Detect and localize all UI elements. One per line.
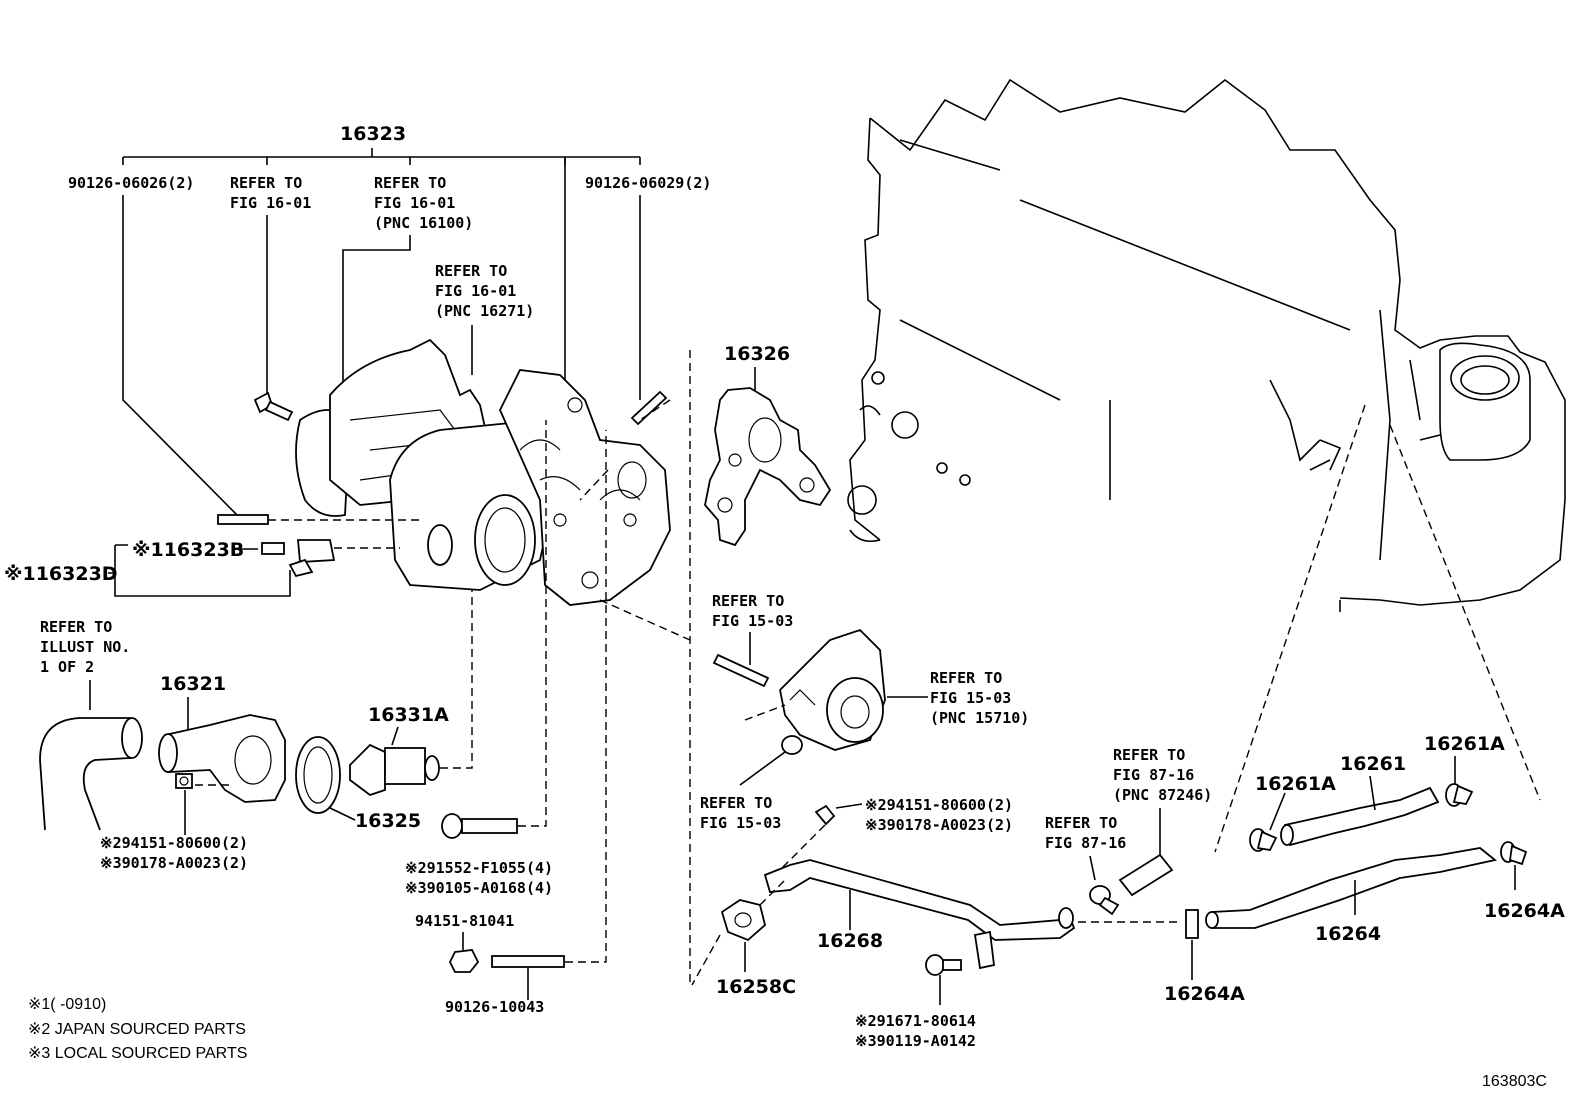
note-94151-80600-a: ※294151-80600(2) <box>100 834 248 852</box>
label-16264A-b: 16264A <box>1484 900 1565 922</box>
clamp-87-16 <box>1089 885 1120 916</box>
stud-90126-06029 <box>630 390 668 426</box>
label-16258C: 16258C <box>716 976 796 998</box>
refer-g-line2: FIG 87-16 <box>1113 766 1194 784</box>
hose-87246 <box>1118 853 1174 897</box>
label-16261: 16261 <box>1340 753 1406 775</box>
nut-15-03 <box>781 735 803 755</box>
water-pump-assembly <box>295 338 671 606</box>
fitting-16323B <box>261 539 336 578</box>
nut-94151-81041 <box>448 949 480 973</box>
stud-15-03 <box>712 653 770 688</box>
refer-h-line2: FIG 87-16 <box>1045 834 1126 852</box>
label-90126-06026: 90126-06026(2) <box>68 174 194 192</box>
nut-94151-a <box>175 773 193 789</box>
label-16268: 16268 <box>817 930 883 952</box>
engine-block-outline <box>847 78 1566 612</box>
cover-15710 <box>779 628 886 751</box>
label-16321: 16321 <box>160 673 226 695</box>
label-90126-06029: 90126-06029(2) <box>585 174 711 192</box>
label-16323D: ※116323D <box>4 563 118 585</box>
label-16323: 16323 <box>340 123 406 145</box>
label-94151-81041: 94151-81041 <box>415 912 514 930</box>
label-16326: 16326 <box>724 343 790 365</box>
refer-g-line1: REFER TO <box>1113 746 1185 764</box>
label-16323B: ※116323B <box>132 539 244 561</box>
illust-line3: 1 OF 2 <box>40 658 94 676</box>
refer-c-line3: (PNC 16271) <box>435 302 534 320</box>
gasket-16326 <box>704 387 832 547</box>
refer-b-line3: (PNC 16100) <box>374 214 473 232</box>
label-16264A-a: 16264A <box>1164 983 1245 1005</box>
illust-line1: REFER TO <box>40 618 112 636</box>
label-16261A-b: 16261A <box>1424 733 1505 755</box>
label-16325: 16325 <box>355 810 421 832</box>
hose-lower-left <box>39 717 143 831</box>
bracket-16323: 16323 <box>122 123 641 519</box>
refer-d-line2: FIG 15-03 <box>712 612 793 630</box>
note-90178-A0023-b: ※390178-A0023(2) <box>865 816 1013 834</box>
note-94151-80600-b: ※294151-80600(2) <box>865 796 1013 814</box>
note-90119-A0142: ※390119-A0142 <box>855 1032 976 1050</box>
refer-f-line1: REFER TO <box>700 794 772 812</box>
label-90126-10043: 90126-10043 <box>445 998 544 1016</box>
refer-b-line1: REFER TO <box>374 174 446 192</box>
note-91671-80614: ※291671-80614 <box>855 1012 976 1030</box>
pipe-16268 <box>763 859 1076 970</box>
illust-line2: ILLUST NO. <box>40 638 130 656</box>
refer-e-line1: REFER TO <box>930 669 1002 687</box>
label-16261A-a: 16261A <box>1255 773 1336 795</box>
note-90105-A0168: ※390105-A0168(4) <box>405 879 553 897</box>
hose-16261 <box>1280 786 1440 847</box>
refer-c-line1: REFER TO <box>435 262 507 280</box>
refer-g-line3: (PNC 87246) <box>1113 786 1212 804</box>
refer-e-line3: (PNC 15710) <box>930 709 1029 727</box>
stud-90126-06026 <box>217 514 269 525</box>
note-line-1: ※1( -0910) <box>28 996 106 1013</box>
note-90178-A0023-a: ※390178-A0023(2) <box>100 854 248 872</box>
refer-h-line1: REFER TO <box>1045 814 1117 832</box>
nut-94151-b <box>814 804 836 826</box>
note-line-3: ※3 LOCAL SOURCED PARTS <box>28 1045 247 1062</box>
clamp-16264A-a <box>1185 909 1199 939</box>
figure-id: 163803C <box>1482 1073 1547 1090</box>
note-91552-F1055: ※291552-F1055(4) <box>405 859 553 877</box>
gasket-16325 <box>295 736 341 814</box>
note-line-2: ※2 JAPAN SOURCED PARTS <box>28 1021 246 1038</box>
refer-e-line2: FIG 15-03 <box>930 689 1011 707</box>
bolt-91552 <box>441 813 518 839</box>
thermostat-16331A <box>349 743 440 797</box>
hose-16264 <box>1205 847 1498 929</box>
bolt-upper-left <box>253 391 294 422</box>
refer-d-line1: REFER TO <box>712 592 784 610</box>
bolt-91671 <box>925 954 962 976</box>
refer-a-line1: REFER TO <box>230 174 302 192</box>
clamp-16261A-b <box>1445 783 1474 807</box>
clamp-16261A-a <box>1249 828 1278 852</box>
gasket-16258C <box>720 899 767 942</box>
refer-a-line2: FIG 16-01 <box>230 194 311 212</box>
label-16264: 16264 <box>1315 923 1381 945</box>
water-inlet-16321 <box>158 714 286 803</box>
clamp-16264A-b <box>1500 841 1528 866</box>
refer-c-line2: FIG 16-01 <box>435 282 516 300</box>
refer-b-line2: FIG 16-01 <box>374 194 455 212</box>
stud-90126-10043 <box>491 955 565 968</box>
refer-f-line2: FIG 15-03 <box>700 814 781 832</box>
label-16331A: 16331A <box>368 704 449 726</box>
